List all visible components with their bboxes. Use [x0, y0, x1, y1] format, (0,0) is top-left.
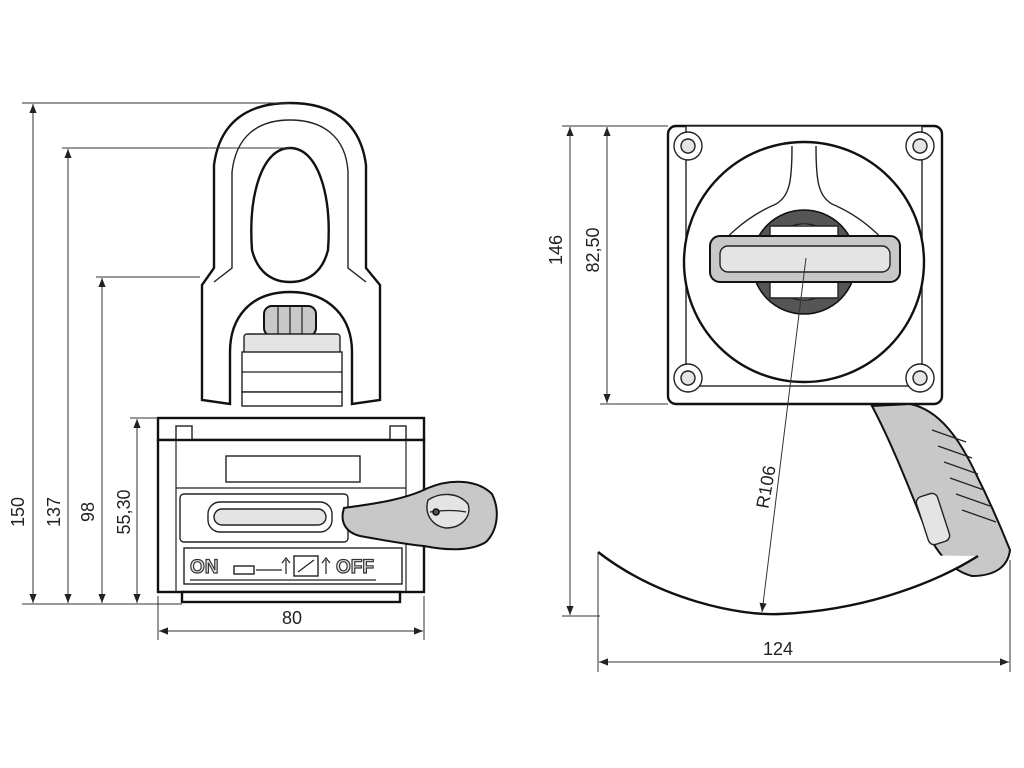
swivel-collar [243, 333, 341, 355]
radius-line [759, 257, 807, 613]
side-view: ON OFF 150 137 98 55,30 80 [8, 101, 498, 640]
dim-label-82-50: 82,50 [583, 227, 603, 272]
swivel-base [241, 391, 343, 407]
dim-label-98: 98 [78, 502, 98, 522]
corner-bolt-bottom-right [905, 363, 935, 393]
on-off-panel [183, 547, 403, 585]
magnet-top-plate [156, 416, 426, 442]
corner-bolt-top-left [673, 131, 703, 161]
top-view: R106 146 82,50 124 [546, 124, 1012, 672]
dim-label-80: 80 [282, 608, 302, 628]
lever-grip [870, 402, 1012, 578]
panel-on-label: ON [190, 557, 219, 578]
dim-label-124: 124 [763, 639, 793, 659]
magnet-top-bar [225, 455, 361, 483]
dim-label-55-30: 55,30 [114, 489, 134, 534]
dim-label-137: 137 [44, 497, 64, 527]
dim-label-150: 150 [8, 497, 28, 527]
magnet-pole [180, 590, 402, 604]
lever-swing-arc [597, 551, 979, 616]
panel-off-label: OFF [336, 557, 374, 578]
corner-bolt-bottom-left [673, 363, 703, 393]
dim-label-146: 146 [546, 235, 566, 265]
corner-bolt-top-right [905, 131, 935, 161]
lifting-eye-hole [250, 146, 330, 284]
